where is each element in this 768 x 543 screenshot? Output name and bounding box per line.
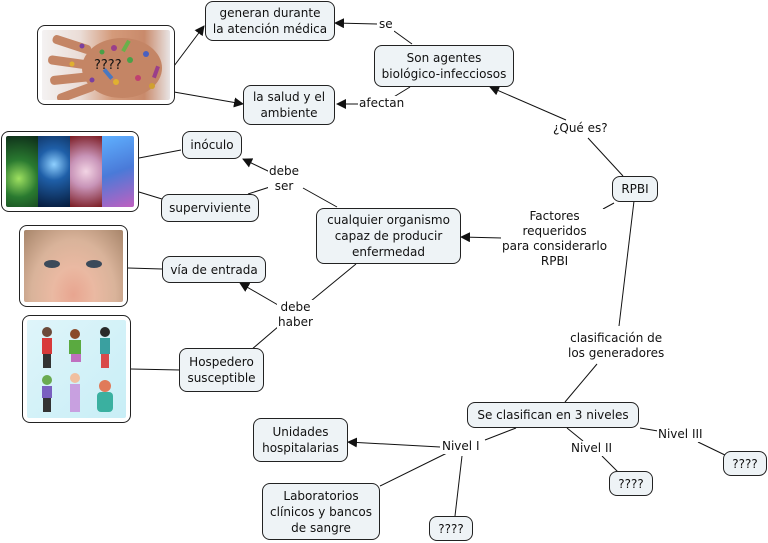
link-label-factores: Factores requeridos para considerarlo RP… — [501, 209, 609, 269]
node-salud[interactable]: la salud y el ambiente — [243, 85, 335, 125]
link-nivel1-laboratorios — [379, 452, 448, 487]
link-que-es-son-agentes — [489, 85, 567, 121]
link-label-afectan: afectan — [358, 96, 406, 111]
link-microbes-superviviente — [138, 191, 163, 200]
contaminated-hand-image: ???? — [42, 30, 170, 100]
link-hand-salud — [173, 91, 244, 108]
link-rpbi-que-es — [587, 137, 624, 177]
node-hospedero[interactable]: Hospedero susceptible — [179, 348, 264, 392]
node-laboratorios[interactable]: Laboratorios clínicos y bancos de sangre — [262, 483, 380, 540]
link-rpbi-factores — [602, 202, 615, 210]
link-se-clasifican-nivel2 — [566, 427, 584, 442]
link-se-generan — [334, 18, 378, 29]
microorganisms-image — [6, 136, 134, 207]
link-nivel3-q — [697, 441, 728, 457]
link-clasificacion-se-clasifican — [564, 363, 598, 403]
sick-people-image-node[interactable] — [22, 315, 131, 423]
link-label-nivel3: Nivel III — [657, 427, 704, 442]
link-debe-haber-via — [239, 282, 279, 306]
link-cualquier-debe-haber — [310, 263, 357, 302]
child-face-image-node[interactable] — [19, 225, 128, 307]
link-label-nivel1: Nivel I — [441, 439, 481, 454]
node-nivel3-unknown[interactable]: ???? — [723, 451, 767, 476]
node-generan[interactable]: generan durante la atención médica — [205, 1, 335, 41]
link-label-se: se — [378, 17, 394, 32]
link-se-clasifican-nivel1 — [484, 427, 517, 441]
link-nivel1-unidades — [347, 437, 441, 448]
node-superviviente[interactable]: superviviente — [161, 194, 259, 222]
child-face-image — [24, 230, 123, 302]
link-hand-generan — [173, 25, 205, 67]
link-cualquier-debe-ser — [302, 187, 338, 208]
node-rpbi[interactable]: RPBI — [612, 176, 658, 202]
link-child-via — [127, 267, 163, 270]
node-via[interactable]: vía de entrada — [162, 256, 266, 283]
node-nivel2-unknown[interactable]: ???? — [609, 471, 653, 496]
node-inoculo[interactable]: inóculo — [182, 131, 242, 159]
link-se-clasifican-nivel3 — [639, 427, 659, 432]
hand-overlay-text: ???? — [94, 58, 122, 73]
link-rpbi-clasificacion — [618, 200, 635, 327]
link-label-que-es: ¿Qué es? — [552, 121, 609, 136]
link-nivel1-q — [454, 455, 463, 517]
microbes-image-node[interactable] — [1, 131, 139, 212]
link-sick-hospedero — [130, 368, 181, 371]
link-label-debe-haber: debe haber — [277, 300, 314, 330]
link-label-clasificacion: clasificación de los generadores — [567, 331, 666, 361]
hand-image-node[interactable]: ???? — [37, 25, 175, 105]
link-label-nivel2: Nivel II — [570, 441, 614, 456]
link-nivel2-q — [601, 455, 619, 473]
link-son-agentes-se — [393, 30, 413, 45]
node-nivel1-unknown[interactable]: ???? — [429, 516, 473, 541]
link-factores-cualquier — [460, 232, 503, 243]
link-hospedero-debe-haber — [250, 325, 280, 351]
node-son-agentes[interactable]: Son agentes biológico-infecciosos — [374, 45, 514, 87]
node-se-clasifican[interactable]: Se clasifican en 3 niveles — [467, 402, 639, 428]
node-unidades[interactable]: Unidades hospitalarias — [253, 418, 348, 462]
node-cualquier[interactable]: cualquier organismo capaz de producir en… — [316, 208, 461, 264]
link-debe-ser-inoculo — [242, 158, 271, 173]
link-microbes-inoculo — [138, 149, 182, 159]
sick-people-image — [27, 320, 126, 418]
link-label-debe-ser: debe ser — [268, 164, 300, 194]
